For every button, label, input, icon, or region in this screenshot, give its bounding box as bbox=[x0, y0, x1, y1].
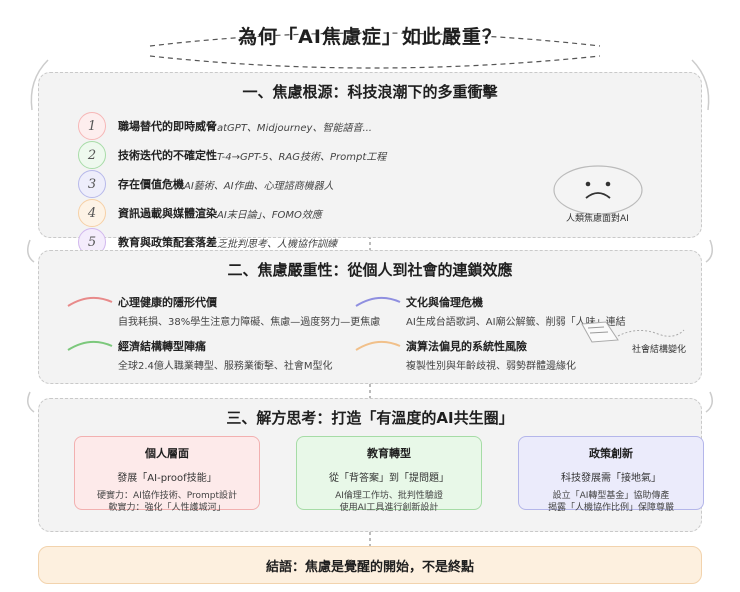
impact-detail: 複製性別與年齡歧視、弱勢群體邊緣化 bbox=[406, 361, 576, 372]
cause-label: 技術迭代的不確定性 bbox=[118, 149, 217, 162]
card-line: 硬實力：AI協作技術、Prompt設計 bbox=[96, 491, 238, 501]
impact-title: 演算法偏見的系統性風險 bbox=[406, 340, 527, 353]
card-line: AI倫理工作坊、批判性驗證 bbox=[335, 491, 443, 501]
face-caption: 人類焦慮面對AI bbox=[566, 214, 629, 224]
cause-number: 4 bbox=[78, 199, 106, 227]
cause-number: 1 bbox=[78, 112, 106, 140]
card-title: 政策創新 bbox=[589, 447, 633, 460]
impact-swoosh bbox=[355, 340, 401, 351]
card-subtitle: 從「背答案」到「提問題」 bbox=[329, 473, 449, 484]
solution-card: 教育轉型從「背答案」到「提問題」 AI倫理工作坊、批判性驗證使用AI工具進行創新設… bbox=[296, 436, 482, 513]
cause-number: 2 bbox=[78, 141, 106, 169]
card-title: 個人層面 bbox=[145, 447, 189, 460]
cause-label: 教育與政策配套落差 bbox=[118, 236, 217, 249]
impact-detail: AI生成台語歌詞、AI廟公解籤、削弱「人味」連結 bbox=[406, 317, 626, 328]
card-title: 教育轉型 bbox=[367, 447, 411, 460]
cause-detail: 乏批判思考、人機協作訓練 bbox=[217, 238, 337, 250]
social-caption: 社會結構變化 bbox=[632, 345, 687, 355]
cause-label: 職場替代的即時威脅 bbox=[118, 120, 217, 133]
card-line: 軟實力：強化「人性護城河」 bbox=[108, 503, 226, 513]
section-solutions-title: 三、解方思考：打造「有溫度的AI共生圈」 bbox=[226, 409, 514, 427]
impact-title: 經濟結構轉型陣痛 bbox=[118, 340, 206, 353]
section-causes-title: 一、焦慮根源：科技浪潮下的多重衝擊 bbox=[242, 83, 498, 101]
card-subtitle: 發展「AI-proof技能」 bbox=[117, 473, 217, 484]
solution-card: 個人層面發展「AI-proof技能」硬實力：AI協作技術、Prompt設計軟實力… bbox=[74, 436, 260, 513]
conclusion: 結語：焦慮是覺醒的開始，不是終點 bbox=[38, 546, 702, 584]
impact-item: 經濟結構轉型陣痛全球2.4億人職業轉型、服務業衝擊、社會M型化 bbox=[118, 338, 333, 372]
cause-number: 3 bbox=[78, 170, 106, 198]
section-severity-title: 二、焦慮嚴重性：從個人到社會的連鎖效應 bbox=[227, 261, 513, 279]
impact-item: 心理健康的隱形代價自我耗損、38%學生注意力障礙、焦慮—過度努力—更焦慮 bbox=[118, 294, 380, 328]
social-structure-icon bbox=[581, 321, 685, 343]
impact-item: 演算法偏見的系統性風險複製性別與年齡歧視、弱勢群體邊緣化 bbox=[406, 338, 576, 372]
section-severity: 二、焦慮嚴重性：從個人到社會的連鎖效應 bbox=[38, 250, 702, 384]
impact-swoosh bbox=[67, 340, 113, 351]
cause-detail: AI藝術、AI作曲、心理諮商機器人 bbox=[184, 180, 334, 192]
sad-face-icon bbox=[553, 165, 643, 215]
solution-card: 政策創新科技發展需「接地氣」設立「AI轉型基金」協助傳產揭露「人機協作比例」保障… bbox=[518, 436, 704, 513]
impact-detail: 自我耗損、38%學生注意力障礙、焦慮—過度努力—更焦慮 bbox=[118, 317, 381, 328]
cause-detail: AI末日論」、FOMO效應 bbox=[217, 209, 322, 221]
page-title: 為何「AI焦慮症」如此嚴重？ bbox=[238, 26, 502, 48]
cause-detail: T-4→GPT-5、RAG技術、Prompt工程 bbox=[217, 151, 387, 163]
impact-item: 文化與倫理危機 AI生成台語歌詞、AI廟公解籤、削弱「人味」連結 bbox=[406, 294, 626, 328]
card-subtitle: 科技發展需「接地氣」 bbox=[561, 473, 661, 484]
impact-title: 心理健康的隱形代價 bbox=[118, 296, 217, 309]
cause-label: 資訊過載與媒體渲染 bbox=[118, 207, 217, 220]
cause-detail: atGPT、Midjourney、智能語音... bbox=[217, 122, 372, 134]
impact-detail: 全球2.4億人職業轉型、服務業衝擊、社會M型化 bbox=[118, 361, 333, 372]
impact-title: 文化與倫理危機 bbox=[406, 296, 483, 309]
card-line: 揭露「人機協作比例」保障尊嚴 bbox=[547, 503, 674, 513]
impact-swoosh bbox=[67, 296, 113, 307]
card-line: 設立「AI轉型基金」協助傳產 bbox=[552, 491, 670, 501]
cause-label: 存在價值危機 bbox=[118, 178, 184, 191]
impact-swoosh bbox=[355, 296, 401, 307]
card-line: 使用AI工具進行創新設計 bbox=[339, 503, 439, 513]
